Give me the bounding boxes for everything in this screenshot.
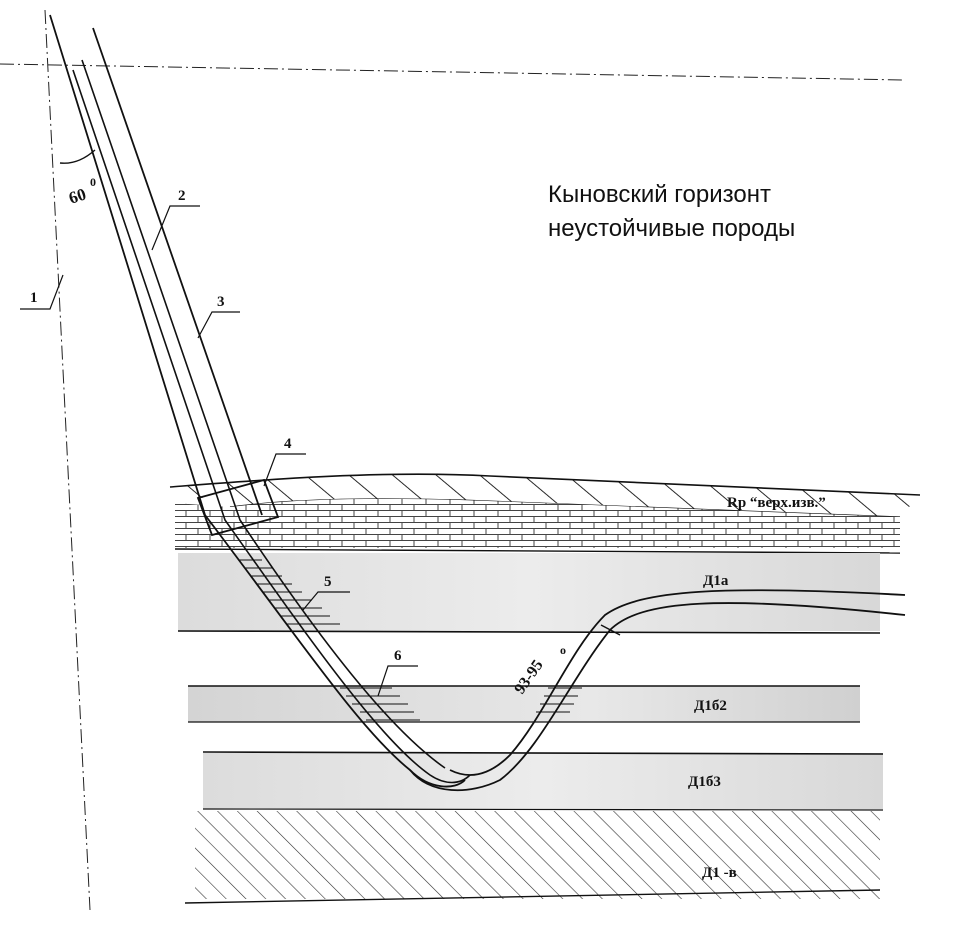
vertical-axis-line	[44, 9, 91, 911]
top-surface-line	[169, 473, 921, 496]
layer-d1b3-bottom-line	[202, 808, 884, 811]
limestone-brick-layer	[175, 498, 900, 548]
layer-label-d1a: Д1а	[703, 573, 729, 589]
title-line-2: неустойчивые породы	[548, 215, 796, 242]
top-hatched-layer	[170, 474, 920, 517]
callout-5: 5	[324, 574, 332, 590]
layer-d1b2	[188, 686, 860, 722]
box-4	[196, 478, 280, 537]
callout-6: 6	[394, 648, 402, 664]
layer-label-d1b3: Д1б3	[688, 774, 721, 790]
inclination-angle-label: 60	[66, 184, 88, 207]
layer-d1a-bottom-line	[177, 630, 881, 634]
limestone-bottom-line	[174, 548, 901, 554]
inner-casing-left	[72, 69, 471, 784]
callout-2: 2	[178, 188, 186, 204]
bend-degree-mark: o	[560, 643, 566, 657]
lateral-wellbore-lower	[409, 602, 906, 792]
leader-5	[302, 591, 350, 611]
leader-2	[151, 205, 200, 251]
horizontal-reference-line	[0, 63, 906, 81]
title-line-1: Кыновский горизонт	[548, 181, 771, 208]
lateral-wellbore-upper	[449, 589, 906, 776]
layer-d1b3	[203, 753, 883, 809]
outer-casing-left	[49, 14, 466, 788]
leader-1	[20, 274, 64, 310]
callout-4: 4	[284, 436, 292, 452]
layer-label-d1b2: Д1б2	[694, 698, 727, 714]
layer-d1v-hatched	[195, 811, 880, 899]
hatch-zone-6	[340, 687, 420, 721]
lateral-junction-mark	[600, 624, 621, 636]
angle-arc	[59, 149, 96, 164]
layer-d1b3-top-line	[202, 751, 884, 755]
leader-3	[197, 311, 240, 339]
leader-6	[377, 665, 418, 697]
bottom-boundary-line	[184, 889, 881, 904]
layer-label-top: Rp “верх.изв.”	[727, 495, 826, 511]
outer-casing-right	[92, 27, 263, 516]
leader-4	[263, 453, 306, 487]
layer-label-d1v: Д1 -в	[702, 865, 737, 881]
callout-1: 1	[30, 290, 38, 306]
callout-3: 3	[217, 294, 225, 310]
inner-casing-right	[81, 59, 446, 769]
inclination-degree-mark: 0	[90, 175, 96, 189]
